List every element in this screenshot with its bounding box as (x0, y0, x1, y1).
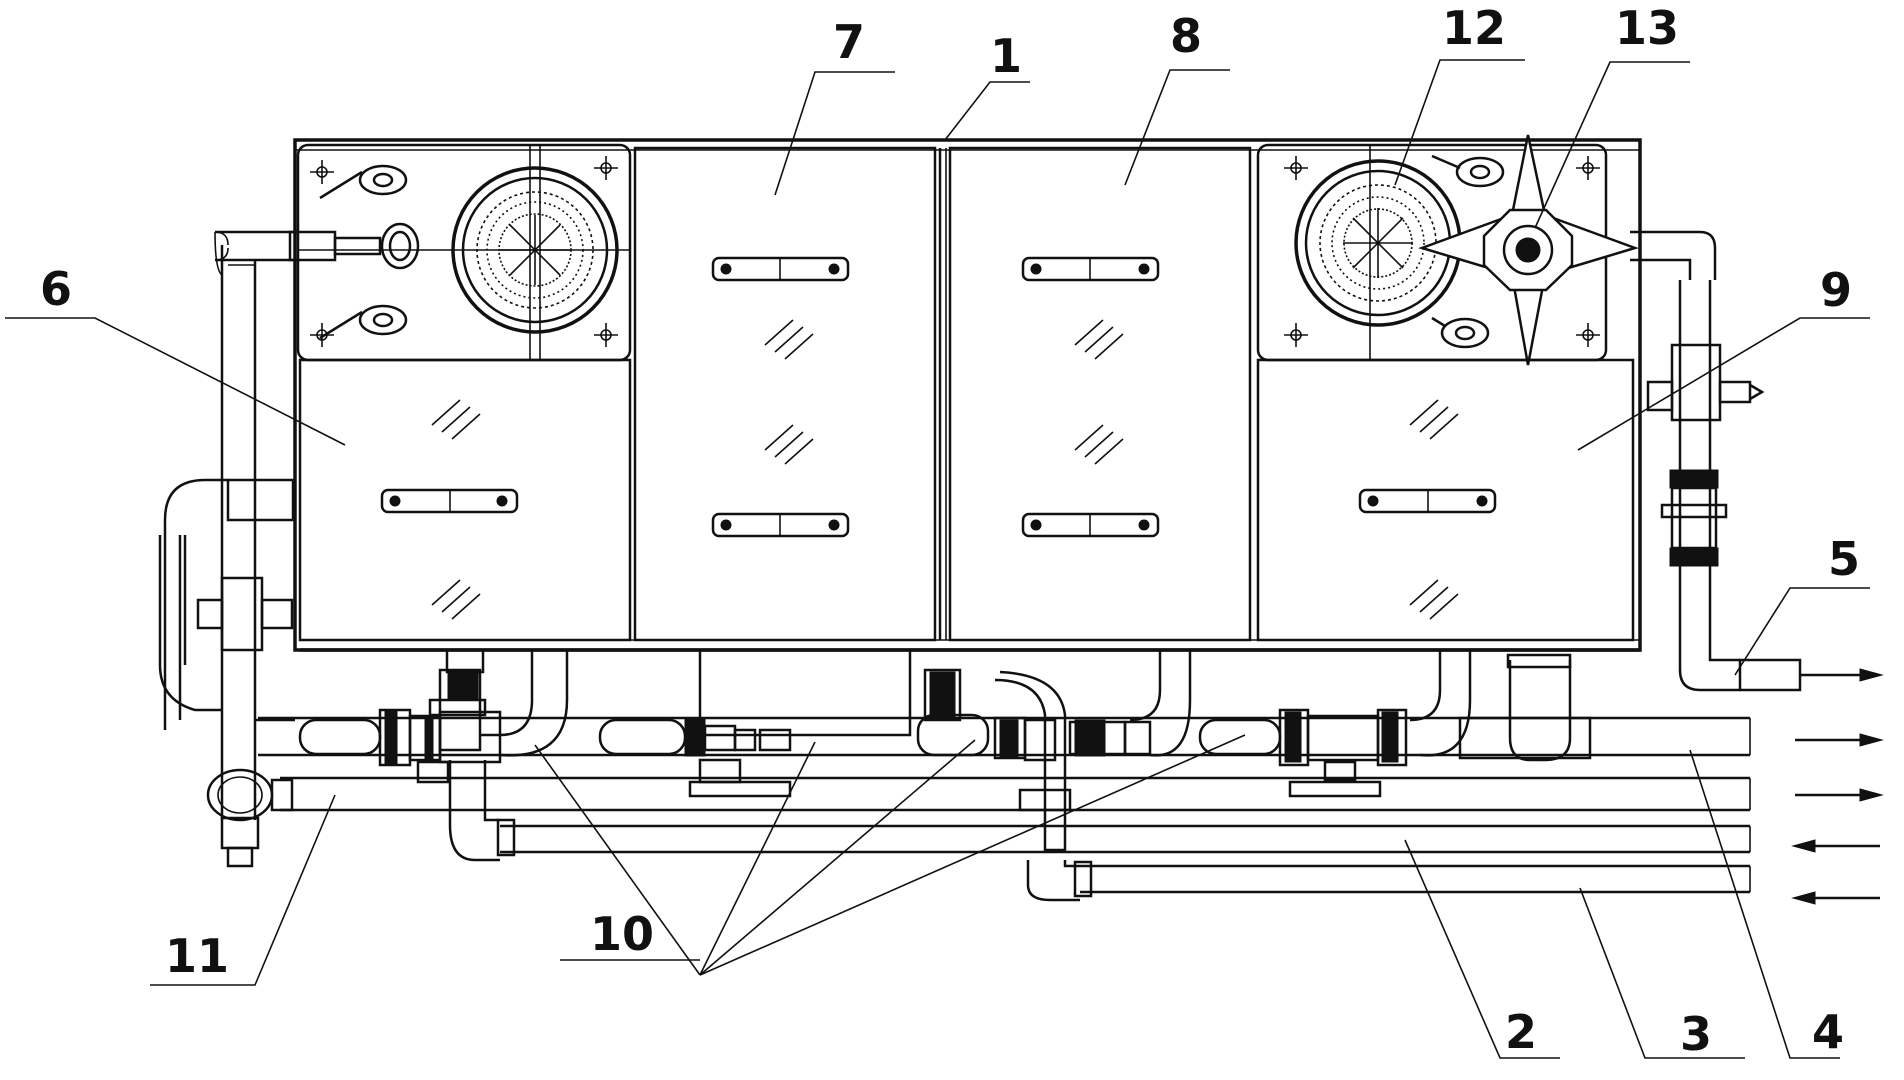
label-12: 12 (1442, 1, 1506, 55)
label-5: 5 (1828, 532, 1860, 586)
tank-body (293, 138, 1642, 652)
label-2: 2 (1505, 1005, 1537, 1059)
compartment-9 (1256, 358, 1635, 642)
leader-lines (5, 59, 1870, 1059)
left-top-panel (296, 143, 632, 362)
pump-left (451, 166, 619, 334)
label-8: 8 (1170, 9, 1202, 63)
label-6: 6 (40, 262, 72, 316)
label-1: 1 (990, 29, 1022, 83)
label-7: 7 (833, 15, 865, 69)
label-10: 10 (590, 907, 654, 961)
label-11: 11 (165, 929, 229, 983)
compartment-8 (948, 146, 1252, 642)
label-3: 3 (1680, 1007, 1712, 1061)
label-9: 9 (1820, 263, 1852, 317)
right-piping (1630, 230, 1802, 692)
label-13: 13 (1615, 1, 1679, 55)
star-valve (1418, 134, 1639, 366)
left-piping (158, 222, 420, 868)
part-labels: 1 7 8 12 13 6 9 5 11 10 2 3 4 (40, 1, 1860, 1061)
flow-arrows (1791, 668, 1884, 905)
compartment-7 (633, 146, 937, 642)
compartment-6 (298, 358, 632, 642)
label-4: 4 (1812, 1005, 1844, 1059)
right-top-panel (1256, 134, 1639, 366)
valves-10 (298, 648, 1592, 902)
